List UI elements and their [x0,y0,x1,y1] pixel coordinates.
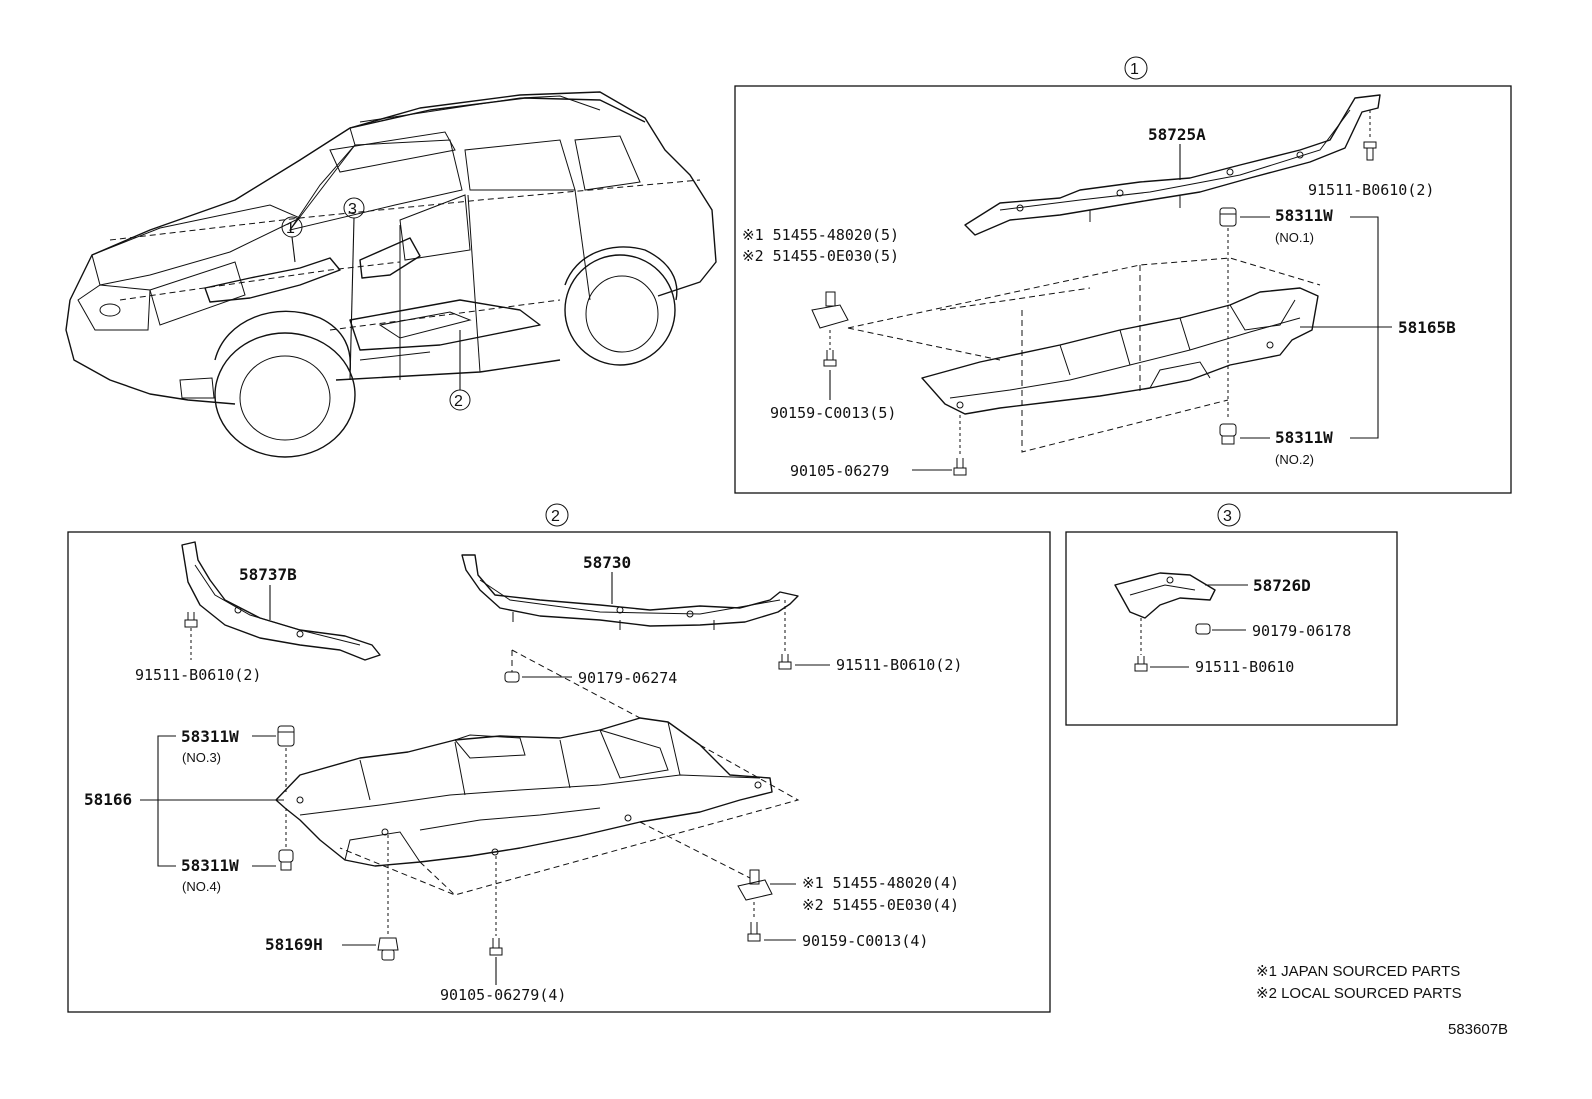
label-58169H: 58169H [265,935,323,954]
vehicle-illustration [65,91,717,458]
label-51455-48020-4: ※1 51455-48020(4) [802,874,959,892]
label-58165B: 58165B [1398,318,1456,337]
svg-text:3: 3 [1223,508,1232,525]
bolt-91511-g3 [1134,618,1148,672]
label-90179-06178: 90179-06178 [1252,622,1351,640]
grommet-58311W-no3 [277,725,295,792]
label-no2: (NO.2) [1275,452,1314,467]
clip-51455-g2 [737,869,773,901]
label-90105-06279-g1: 90105-06279 [790,462,889,480]
part-58166-cover [275,717,773,867]
group-3-header: 3 [1217,503,1241,527]
label-58737B: 58737B [239,565,297,584]
screw-90159-g2 [747,902,761,942]
label-58311W-no1: 58311W [1275,206,1333,225]
note-japan-sourced: ※1 JAPAN SOURCED PARTS [1256,963,1460,980]
label-90159-C0013-4: 90159-C0013(4) [802,932,928,950]
svg-text:2: 2 [551,508,560,525]
label-91511-B0610-g3: 91511-B0610 [1195,658,1294,676]
label-58725A: 58725A [1148,125,1206,144]
note-local-sourced: ※2 LOCAL SOURCED PARTS [1256,985,1462,1002]
bolt-90105-g2 [489,856,503,985]
label-no3: (NO.3) [182,750,221,765]
label-90159-C0013-5: 90159-C0013(5) [770,404,896,422]
callout-1-vehicle: 1 [281,216,303,263]
label-51455-0E030-4: ※2 51455-0E030(4) [802,896,959,914]
nut-90179-g3 [1195,623,1211,635]
label-58726D: 58726D [1253,576,1311,595]
group-1-header: 1 [1124,56,1148,80]
label-91511-B0610-2-g2a: 91511-B0610(2) [135,666,261,684]
label-90179-06274: 90179-06274 [578,669,677,687]
label-58166: 58166 [84,790,132,809]
screw-90159-g1 [823,330,837,367]
grommet-58311W-no2 [1219,423,1237,445]
bolt-91511-g2-left [184,612,198,660]
part-58730-bracket [461,554,799,630]
diagram-id: 583607B [1448,1021,1508,1038]
label-91511-B0610-2-g1: 91511-B0610(2) [1308,181,1434,199]
grommet-58311W-no4 [278,808,294,871]
bolt-91511-g2-right [778,600,792,670]
callout-2-vehicle: 2 [449,330,471,411]
group-1-frame [734,85,1512,494]
svg-text:3: 3 [348,201,357,218]
svg-text:1: 1 [286,220,295,237]
label-51455-0E030-5: ※2 51455-0E030(5) [742,247,899,265]
clip-58169H [377,835,399,961]
svg-text:2: 2 [454,393,463,410]
bolt-90105-g1 [953,415,967,476]
label-58311W-no4: 58311W [181,856,239,875]
group-2-header: 2 [545,503,569,527]
group-3-frame [1065,531,1398,726]
part-58165B-cover [921,287,1319,415]
bolt-91511-top [1363,110,1377,161]
svg-text:1: 1 [1130,61,1139,78]
label-90105-06279-4: 90105-06279(4) [440,986,566,1004]
label-58730: 58730 [583,553,631,572]
group-2-frame [67,531,1051,1013]
label-58311W-no3: 58311W [181,727,239,746]
part-58737B-bracket [181,541,381,661]
label-no4: (NO.4) [182,879,221,894]
part-58725A-bracket [964,94,1381,236]
grommet-58311W-no1 [1219,207,1237,420]
callout-3-vehicle: 3 [343,197,365,381]
label-51455-48020-5: ※1 51455-48020(5) [742,226,899,244]
part-58726D-bracket [1114,572,1216,619]
label-no1: (NO.1) [1275,230,1314,245]
label-58311W-no2: 58311W [1275,428,1333,447]
label-91511-B0610-2-g2b: 91511-B0610(2) [836,656,962,674]
nut-90179-g2 [504,650,520,683]
clip-51455-g1 [811,291,849,329]
